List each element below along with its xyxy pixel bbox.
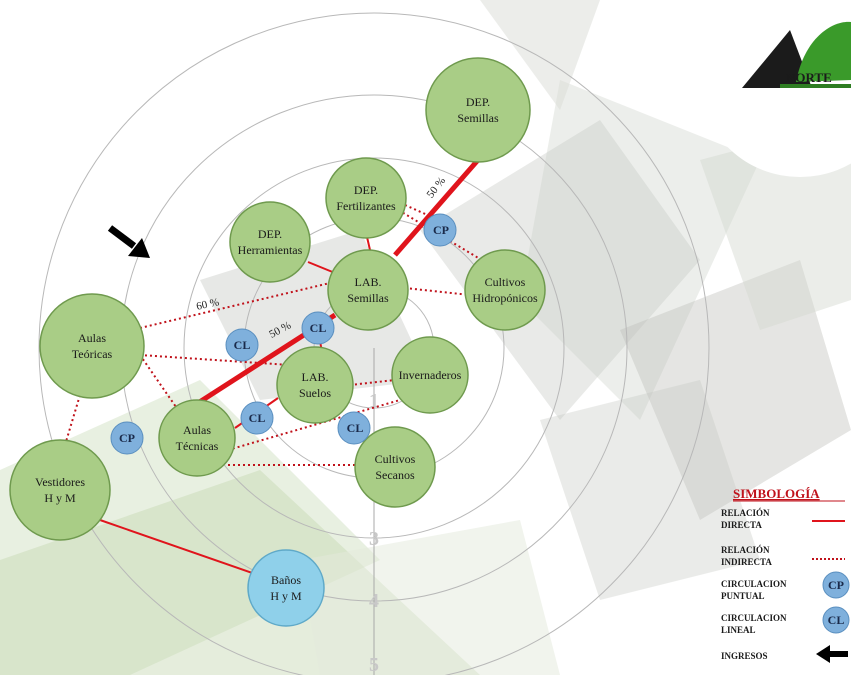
- badge-cl-left: CL: [225, 328, 259, 362]
- node-invernaderos[interactable]: Invernaderos: [391, 336, 469, 414]
- node-dep-semillas-line2: Semillas: [457, 111, 499, 125]
- ring-number-5: 5: [369, 654, 379, 675]
- legend-cl-label-1: CIRCULACION: [721, 613, 787, 623]
- node-aulas-teoricas-line1: Aulas: [78, 331, 106, 345]
- badge-cl-lower: CL: [240, 401, 274, 435]
- legend-cp-label-1: CIRCULACION: [721, 579, 787, 589]
- badge-cl-right: CL: [337, 411, 371, 445]
- legend-direct-label-1: RELACIÓN: [721, 508, 770, 518]
- legend-cp-label-2: PUNTUAL: [721, 591, 765, 601]
- logo: NORTE: [702, 0, 851, 177]
- legend-cp-badge: CP: [822, 571, 850, 599]
- legend-title: SIMBOLOGÍA: [733, 486, 820, 501]
- svg-text:CL: CL: [347, 421, 364, 435]
- legend-indirect-label-1: RELACIÓN: [721, 545, 770, 555]
- node-cultivos-hidroponicos[interactable]: Cultivos Hidropónicos: [464, 249, 546, 331]
- node-lab-semillas[interactable]: LAB. Semillas: [327, 249, 409, 331]
- node-banos[interactable]: Baños H y M: [247, 549, 325, 627]
- node-lab-suelos[interactable]: LAB. Suelos: [276, 346, 354, 424]
- node-lab-suelos-line1: LAB.: [302, 370, 329, 384]
- svg-text:CP: CP: [828, 578, 844, 592]
- node-cultivos-hidroponicos-line2: Hidropónicos: [472, 291, 538, 305]
- entrance-arrow-icon: [107, 225, 150, 258]
- node-aulas-tecnicas-line2: Técnicas: [176, 439, 219, 453]
- logo-leaf-icon: [796, 21, 851, 82]
- node-invernaderos-line1: Invernaderos: [399, 368, 462, 382]
- node-banos-line2: H y M: [270, 589, 302, 603]
- node-lab-suelos-line2: Suelos: [299, 386, 331, 400]
- legend-indirect-label-2: INDIRECTA: [721, 557, 772, 567]
- node-cultivos-secanos-line1: Cultivos: [375, 452, 416, 466]
- ring-number-4: 4: [369, 590, 379, 612]
- ring-number-3: 3: [369, 528, 379, 550]
- legend: SIMBOLOGÍA RELACIÓN DIRECTA RELACIÓN IND…: [721, 486, 850, 663]
- legend-cl-badge: CL: [822, 606, 850, 634]
- node-lab-semillas-line2: Semillas: [347, 291, 389, 305]
- node-aulas-tecnicas[interactable]: Aulas Técnicas: [158, 399, 236, 477]
- legend-direct-label-2: DIRECTA: [721, 520, 762, 530]
- badge-cp-top: CP: [423, 213, 457, 247]
- node-banos-line1: Baños: [271, 573, 301, 587]
- node-lab-semillas-line1: LAB.: [355, 275, 382, 289]
- node-dep-herramientas[interactable]: DEP. Herramientas: [229, 201, 311, 283]
- node-vestidores[interactable]: Vestidores H y M: [9, 439, 111, 541]
- node-dep-fertilizantes-line1: DEP.: [354, 183, 378, 197]
- svg-text:CL: CL: [234, 338, 251, 352]
- svg-text:CL: CL: [310, 321, 327, 335]
- node-vestidores-line1: Vestidores: [35, 475, 85, 489]
- legend-cl-label-2: LINEAL: [721, 625, 756, 635]
- legend-arrow-icon: [816, 645, 848, 663]
- node-dep-semillas-line1: DEP.: [466, 95, 490, 109]
- node-dep-fertilizantes-line2: Fertilizantes: [336, 199, 396, 213]
- node-cultivos-secanos-line2: Secanos: [375, 468, 415, 482]
- node-dep-herramientas-line1: DEP.: [258, 227, 282, 241]
- node-aulas-teoricas[interactable]: Aulas Teóricas: [39, 293, 145, 399]
- node-aulas-tecnicas-line1: Aulas: [183, 423, 211, 437]
- badge-cp-left: CP: [110, 421, 144, 455]
- percent-label-left: 60 %: [195, 296, 220, 313]
- node-dep-herramientas-line2: Herramientas: [238, 243, 303, 257]
- node-aulas-teoricas-line2: Teóricas: [72, 347, 113, 361]
- svg-text:CL: CL: [249, 411, 266, 425]
- node-vestidores-line2: H y M: [44, 491, 76, 505]
- legend-ingresos-label: INGRESOS: [721, 651, 768, 661]
- node-dep-semillas[interactable]: DEP. Semillas: [425, 57, 531, 163]
- svg-text:CL: CL: [828, 613, 845, 627]
- node-dep-fertilizantes[interactable]: DEP. Fertilizantes: [325, 157, 407, 239]
- node-cultivos-hidroponicos-line1: Cultivos: [485, 275, 526, 289]
- node-cultivos-secanos[interactable]: Cultivos Secanos: [354, 426, 436, 508]
- svg-text:CP: CP: [119, 431, 135, 445]
- badge-cl-center: CL: [301, 311, 335, 345]
- logo-text: NORTE: [786, 70, 832, 85]
- svg-text:CP: CP: [433, 223, 449, 237]
- ring-number-1: 1: [369, 390, 379, 412]
- logo-triangle-icon: [742, 30, 812, 88]
